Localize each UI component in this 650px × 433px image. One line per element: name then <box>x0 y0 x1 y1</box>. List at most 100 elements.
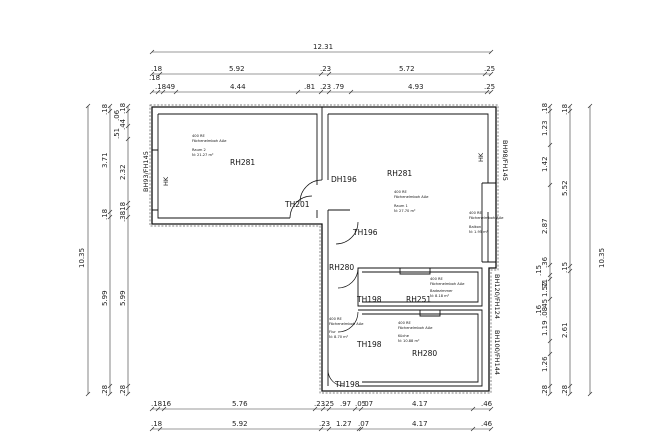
right-dim-2-0: .18 <box>541 103 549 114</box>
top-dimensions: 12.31 .18 5.92 .23 5.72 .25 .18 .18 .49 … <box>149 43 495 95</box>
left-wall-code: BH93/FH145 <box>142 151 150 192</box>
bad-line2: Fächenelmboh AAe <box>430 282 465 286</box>
top-dim-1-0: .18 <box>151 65 162 73</box>
top-dim-2-5: .23 <box>320 83 331 91</box>
bottom-dim-2-6: .46 <box>481 420 493 428</box>
left-dim-2-6: .38 <box>119 211 127 222</box>
room-2-line1: 400 RE <box>192 134 205 138</box>
room-raum-2: 400 RE Fächenelmboh AAe Raum 2 N: 21.27 … <box>192 134 255 167</box>
left-total-dim: 10.35 <box>78 248 86 268</box>
right-dim-2-13: .28 <box>541 385 549 396</box>
right-total-dim: 10.35 <box>598 248 606 268</box>
right-dimensions: 10.35 .18 5.52 .15 2.61 .28 .18 1.23 1.4… <box>535 103 606 397</box>
right-dim-2-5: .15 <box>535 265 543 276</box>
door-swing-th198a <box>337 267 359 289</box>
kueche-line3: Küche <box>398 334 410 338</box>
room-raum-1: RH281 400 RE Fächenelmboh AAe Raum 1 N: … <box>387 169 429 213</box>
door-label-th198a: TH198 <box>356 295 382 304</box>
left-dim-2-2: .44 <box>119 118 127 130</box>
top-dim-2-4: .81 <box>304 83 315 91</box>
bottom-dim-2-5: 4.17 <box>412 420 428 428</box>
right-dim-1-2: .15 <box>561 262 569 273</box>
balkon-line1: 400 RE <box>469 211 482 215</box>
left-dim-2-7: 5.99 <box>119 290 127 306</box>
top-dim-2-1: .18 <box>155 83 166 91</box>
door-label-th201: TH201 <box>284 200 310 209</box>
door-label-th198c: TH198 <box>334 380 360 389</box>
kueche-line4: N: 10.88 m² <box>398 339 420 343</box>
right-dim-2-4: .36 <box>541 256 549 268</box>
left-dim-1-0: .18 <box>101 104 109 115</box>
door-swing-dh196 <box>299 179 323 203</box>
room-2-line4: N: 21.27 m² <box>192 153 214 157</box>
right-dim-2-7: 1.52 <box>541 281 549 297</box>
room-1-line1: 400 RE <box>394 190 407 194</box>
room-flur: RH280 400 RE Fächenelmboh AAe Flur N: 8.… <box>329 263 364 339</box>
top-total-dim: 12.31 <box>313 43 333 51</box>
bottom-dimensions: .18 .16 5.76 .23 .25 .97 .05 .07 4.17 .4… <box>149 400 494 432</box>
door-swing-th198c <box>327 369 345 387</box>
left-dim-2-8: .28 <box>119 385 127 396</box>
bad-code: RH251 <box>406 295 431 304</box>
balkon-line2: Fächenelmboh AAe <box>469 216 504 220</box>
top-dim-1-4: .25 <box>484 65 495 73</box>
right-low-wall-code: BH100/FH144 <box>493 330 501 375</box>
right-dim-1-4: .28 <box>561 385 569 396</box>
left-dim-1-2: .18 <box>101 209 109 220</box>
flur-line1: 400 RE <box>329 317 342 321</box>
bottom-dim-1-5: .97 <box>340 400 351 408</box>
door-label-dh196: DH196 <box>331 175 357 184</box>
flur-line3: Flur <box>329 330 336 334</box>
door-swing-th198b <box>337 311 359 333</box>
room-2-code: RH281 <box>230 158 255 167</box>
balkon-line4: N: 1.95 m² <box>469 230 489 234</box>
right-dim-2-8: .45 <box>541 299 549 310</box>
bottom-dim-1-3: .23 <box>314 400 325 408</box>
bottom-dim-1-0: .18 <box>151 400 162 408</box>
door-swing-th196 <box>335 221 359 245</box>
left-dimensions: 10.35 .18 3.71 .18 5.99 .28 .18 .06 .44 … <box>78 103 131 397</box>
wall-codes: BH93/FH145 HK HK BH98/FH145 BH120/FH124 … <box>142 140 509 375</box>
room-1-code: RH281 <box>387 169 412 178</box>
right-mid-wall-code: BH120/FH124 <box>493 274 501 319</box>
left-dim-1-4: .28 <box>101 385 109 396</box>
bottom-dim-1-9: .46 <box>481 400 493 408</box>
bottom-dim-2-4: .07 <box>358 420 369 428</box>
top-dim-1-3: 5.72 <box>399 65 415 73</box>
bottom-dim-1-1: .16 <box>160 400 172 408</box>
right-dim-2-12: 1.26 <box>541 356 549 372</box>
right-dim-2-6: .71 <box>541 279 549 290</box>
bottom-dim-2-2: .23 <box>319 420 330 428</box>
kueche-code: RH280 <box>412 349 437 358</box>
top-dim-2-3: 4.44 <box>230 83 246 91</box>
room-1-line3: Raum 1 <box>394 204 408 208</box>
bottom-dim-2-1: 5.92 <box>232 420 248 428</box>
right-dim-2-10: .08 <box>541 307 549 318</box>
bottom-dim-1-7: .07 <box>362 400 373 408</box>
door-label-th198b: TH198 <box>356 340 382 349</box>
top-dim-2-6: .79 <box>333 83 344 91</box>
bad-line3: Badezimmer <box>430 289 453 293</box>
bad-line4: N: 8.18 m² <box>430 294 450 298</box>
right-dim-2-9: .16 <box>535 304 543 316</box>
walls <box>149 104 499 394</box>
left-dim-2-5: .18 <box>119 202 127 213</box>
bottom-dim-1-2: 5.76 <box>232 400 248 408</box>
left-dim-2-0: .18 <box>119 103 127 114</box>
bottom-dim-1-4: .25 <box>323 400 334 408</box>
door-label-th196: TH196 <box>352 228 378 237</box>
left-dim-2-4: 2.32 <box>119 164 127 180</box>
top-dim-2-7: 4.93 <box>408 83 424 91</box>
flur-code: RH280 <box>329 263 354 272</box>
left-dim-2-3: .51 <box>113 128 121 139</box>
hk-left: HK <box>162 176 170 186</box>
kueche-line2: Fächenelmboh AAe <box>398 326 433 330</box>
flur-line2: Fächenelmboh AAe <box>329 322 364 326</box>
top-dim-2-8: .25 <box>484 83 495 91</box>
top-dim-2-0: .18 <box>149 74 160 82</box>
door-swing-th201 <box>289 195 313 219</box>
top-dim-1-1: 5.92 <box>229 65 245 73</box>
bottom-dim-2-3: 1.27 <box>336 420 352 428</box>
left-dim-1-3: 5.99 <box>101 290 109 306</box>
